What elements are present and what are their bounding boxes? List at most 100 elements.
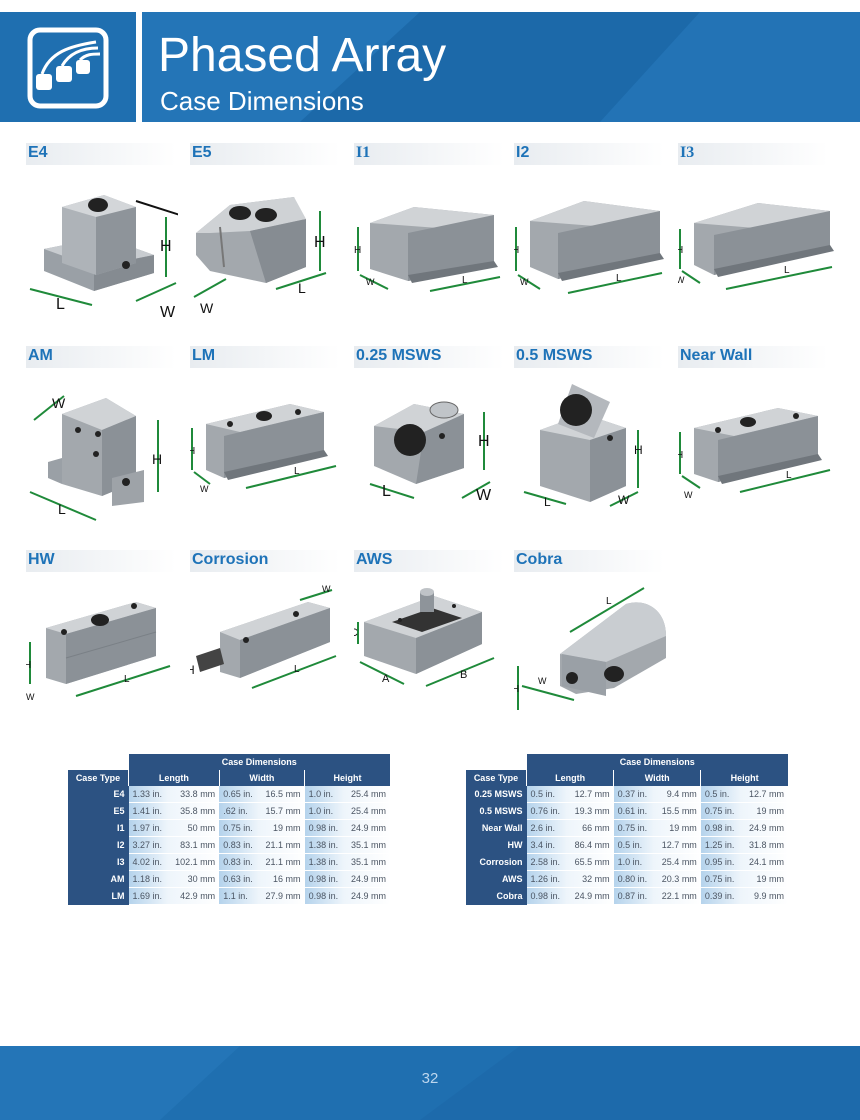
cell-length-mm: 35.8 mm xyxy=(168,802,220,820)
cell-width-mm: 12.7 mm xyxy=(654,836,701,854)
page-footer: 32 xyxy=(0,1046,860,1120)
probe-hw-drawing: H W L xyxy=(26,602,171,702)
cell-case-type: Near Wall xyxy=(466,819,527,837)
dim-a: A xyxy=(382,673,390,685)
probe-corrosion: Corrosion W H L xyxy=(190,550,342,720)
probe-label-bar: 0.5 MSWS xyxy=(514,346,664,368)
cell-height-mm: 24.9 mm xyxy=(344,887,390,905)
dim-l: L xyxy=(382,483,391,500)
probe-i3: I3 H W L xyxy=(678,143,834,313)
cell-length-in: 4.02 in. xyxy=(128,853,169,871)
dim-h: H xyxy=(514,245,519,256)
cell-length-in: 0.76 in. xyxy=(526,802,568,820)
cell-width-mm: 15.5 mm xyxy=(654,802,701,820)
dim-w: W xyxy=(476,487,492,504)
probe-cobra: Cobra L H W xyxy=(514,550,666,720)
page-number: 32 xyxy=(421,1070,439,1087)
probe-corrosion-drawing: W H L xyxy=(190,584,337,689)
probe-label-bar: 0.25 MSWS xyxy=(354,346,504,368)
cell-height-mm: 24.9 mm xyxy=(344,870,390,888)
probe-hw: H W H W L xyxy=(26,550,178,720)
cell-length-mm: 66 mm xyxy=(567,819,614,837)
cell-length-in: 1.33 in. xyxy=(128,786,169,803)
cell-height-in: 0.98 in. xyxy=(700,819,742,837)
probe-i1-drawing: H W L xyxy=(354,207,501,292)
cell-width-mm: 27.9 mm xyxy=(258,887,305,905)
dim-w: W xyxy=(322,584,331,594)
probe-05-msws-drawing: H L W xyxy=(523,384,643,509)
cell-height-mm: 31.8 mm xyxy=(741,836,788,854)
dim-h: H xyxy=(514,684,519,695)
probe-lm: LM H W L xyxy=(190,346,342,516)
dim-l: L xyxy=(786,470,792,481)
probe-near-wall: Near Wall H W L xyxy=(678,346,831,516)
cell-height-mm: 25.4 mm xyxy=(344,786,390,803)
probe-name: Cobra xyxy=(516,551,563,568)
cell-case-type: HW xyxy=(466,836,527,854)
probe-name: E4 xyxy=(28,144,48,161)
cell-length-mm: 12.7 mm xyxy=(567,786,614,803)
dim-l: L xyxy=(56,296,65,313)
cell-length-in: 3.27 in. xyxy=(128,836,169,854)
dim-b: B xyxy=(460,669,467,681)
probe-label-bar: Cobra xyxy=(514,550,664,572)
cell-length-in: 0.98 in. xyxy=(526,887,568,905)
page-header: Phased Array Case Dimensions xyxy=(0,12,860,122)
probe-label-bar: E5 xyxy=(190,143,340,165)
cell-height-mm: 24.9 mm xyxy=(741,819,788,837)
page-title: Phased Array xyxy=(158,29,447,82)
dim-h: H xyxy=(678,450,683,461)
cell-height-in: 0.75 in. xyxy=(700,870,742,888)
probe-label-bar: I3 xyxy=(678,143,828,165)
cell-case-type: AM xyxy=(68,870,129,888)
dim-w: W xyxy=(684,490,693,500)
cell-case-type: E5 xyxy=(68,802,129,820)
cell-case-type: I2 xyxy=(68,836,129,854)
dim-w: W xyxy=(160,304,176,321)
dim-w: W xyxy=(366,277,375,287)
dimensions-table-left: Case Dimensions Case Type Length Width H… xyxy=(68,754,390,905)
probe-e5: E5 H L W xyxy=(190,143,342,316)
probe-label-bar: I2 xyxy=(514,143,664,165)
dim-w: W xyxy=(52,395,66,411)
column-header-length: Length xyxy=(525,770,614,786)
probe-lm-drawing: H W L xyxy=(190,404,337,494)
cell-width-in: 0.61 in. xyxy=(613,802,655,820)
cell-height-in: 0.95 in. xyxy=(700,853,742,871)
dim-w: W xyxy=(26,692,35,702)
phased-array-logo xyxy=(0,12,136,122)
dim-h: H xyxy=(26,660,31,671)
cell-width-in: .62 in. xyxy=(219,802,259,820)
probe-label-bar: Corrosion xyxy=(190,550,340,572)
cell-width-mm: 19 mm xyxy=(258,819,305,837)
cell-width-in: 0.83 in. xyxy=(219,853,259,871)
cell-length-in: 1.26 in. xyxy=(526,870,568,888)
cell-length-mm: 24.9 mm xyxy=(567,887,614,905)
probe-name: I2 xyxy=(516,144,530,161)
cell-length-mm: 42.9 mm xyxy=(168,887,220,905)
cell-length-mm: 83.1 mm xyxy=(168,836,220,854)
dim-h: H xyxy=(678,245,683,256)
cell-width-mm: 25.4 mm xyxy=(654,853,701,871)
cell-width-in: 0.80 in. xyxy=(613,870,655,888)
dim-h: H xyxy=(354,245,361,256)
cell-length-mm: 102.1 mm xyxy=(168,853,220,871)
cell-length-mm: 65.5 mm xyxy=(567,853,614,871)
probe-label-bar: AWS xyxy=(354,550,504,572)
cell-height-in: 0.5 in. xyxy=(700,786,742,803)
probe-e5-drawing: H L W xyxy=(193,197,327,316)
cell-length-mm: 33.8 mm xyxy=(168,786,220,803)
cell-height-in: 0.98 in. xyxy=(304,819,345,837)
cell-width-mm: 16.5 mm xyxy=(258,786,305,803)
cell-width-in: 0.37 in. xyxy=(613,786,655,803)
cell-case-type: E4 xyxy=(68,786,129,803)
cell-width-mm: 21.1 mm xyxy=(258,836,305,854)
cell-height-mm: 25.4 mm xyxy=(344,802,390,820)
